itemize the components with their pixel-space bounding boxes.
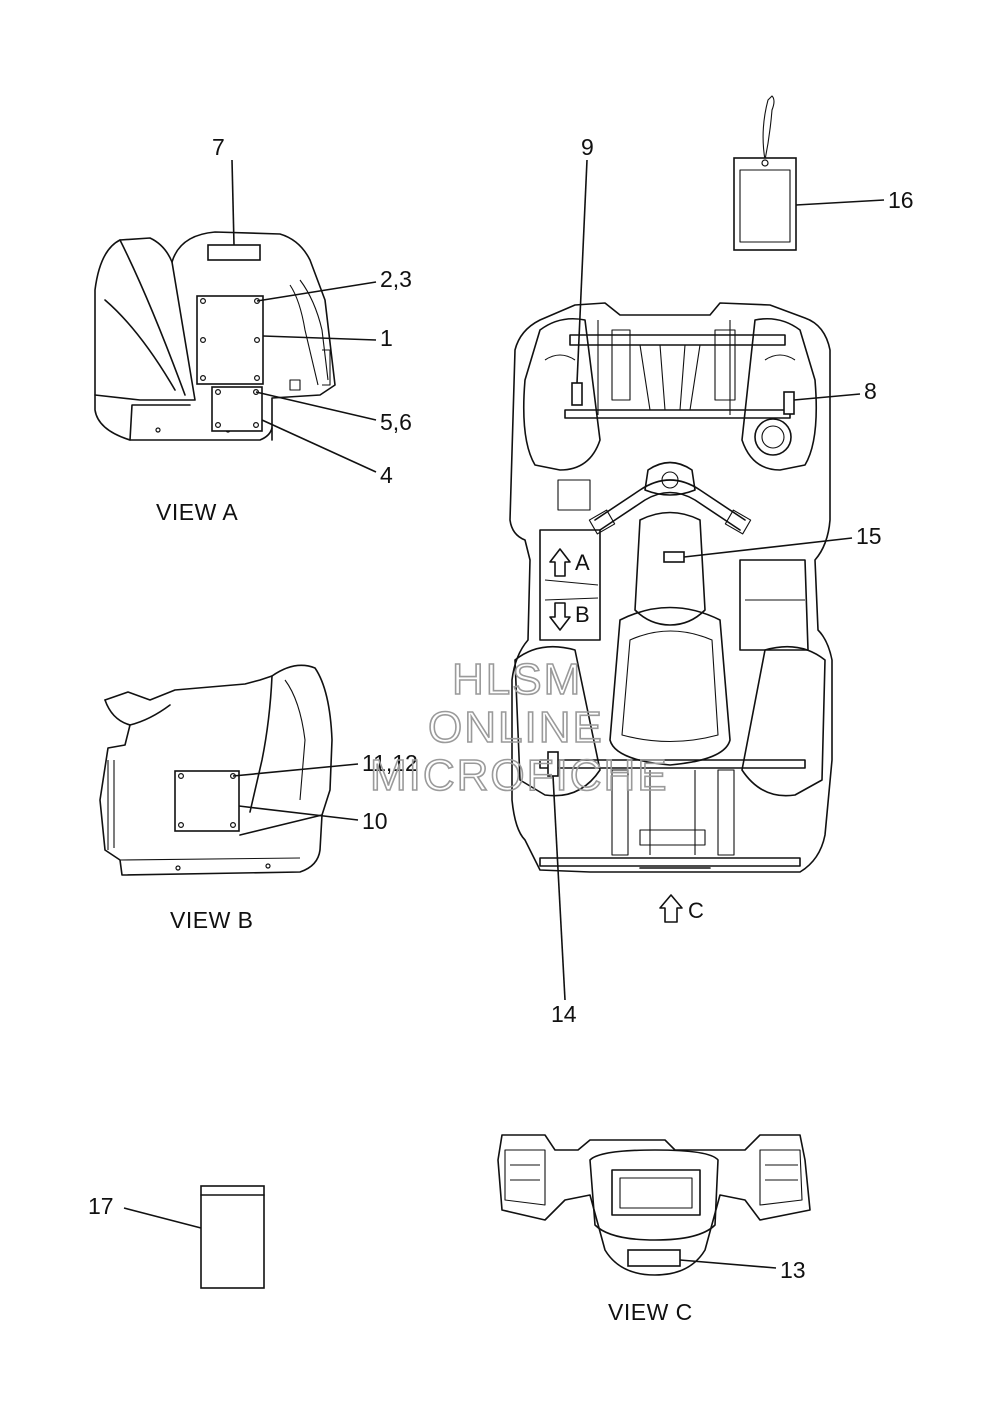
callout-2-3: 2,3: [380, 266, 412, 292]
label-9: [571, 382, 583, 406]
arrow-label-a: A: [575, 550, 590, 575]
callout-10: 10: [362, 808, 388, 834]
callout-8: 8: [864, 378, 877, 404]
hang-tag-16: [733, 95, 885, 251]
callout-5-6: 5,6: [380, 409, 412, 435]
callout-14: 14: [551, 1001, 577, 1027]
watermark-line-3: MICROFICHE: [370, 751, 669, 800]
label-8: [783, 391, 795, 415]
view-a-fender: [94, 159, 377, 473]
label-1: [196, 295, 264, 385]
label-7: [207, 244, 261, 261]
arrow-label-b: B: [575, 602, 590, 627]
arrow-up-a-icon: [549, 548, 571, 577]
callout-7: 7: [212, 134, 225, 160]
callout-11-12: 11,12: [362, 750, 418, 776]
arrow-down-b-icon: [549, 602, 571, 631]
callout-13: 13: [780, 1257, 806, 1283]
callout-17: 17: [88, 1193, 114, 1219]
callout-16: 16: [888, 187, 914, 213]
callout-9: 9: [581, 134, 594, 160]
view-c-rear: [497, 1134, 811, 1276]
arrow-label-c: C: [688, 898, 704, 923]
atv-top-view: [509, 159, 861, 1001]
view-b-fender: [99, 664, 359, 876]
label-13: [627, 1249, 681, 1267]
callout-4: 4: [380, 462, 393, 488]
view-c-label: VIEW C: [608, 1299, 693, 1325]
label-17: [123, 1185, 265, 1289]
watermark: HLSM ONLINE MICROFICHE: [369, 654, 669, 801]
view-a-label: VIEW A: [156, 499, 238, 525]
watermark-line-1: HLSM: [452, 655, 582, 704]
arrow-up-c-icon: [659, 894, 683, 923]
callout-15: 15: [856, 523, 882, 549]
view-b-label: VIEW B: [170, 907, 254, 933]
watermark-line-2: ONLINE: [428, 703, 604, 752]
callout-1: 1: [380, 325, 393, 351]
label-15: [663, 551, 685, 563]
label-10: [174, 770, 240, 832]
